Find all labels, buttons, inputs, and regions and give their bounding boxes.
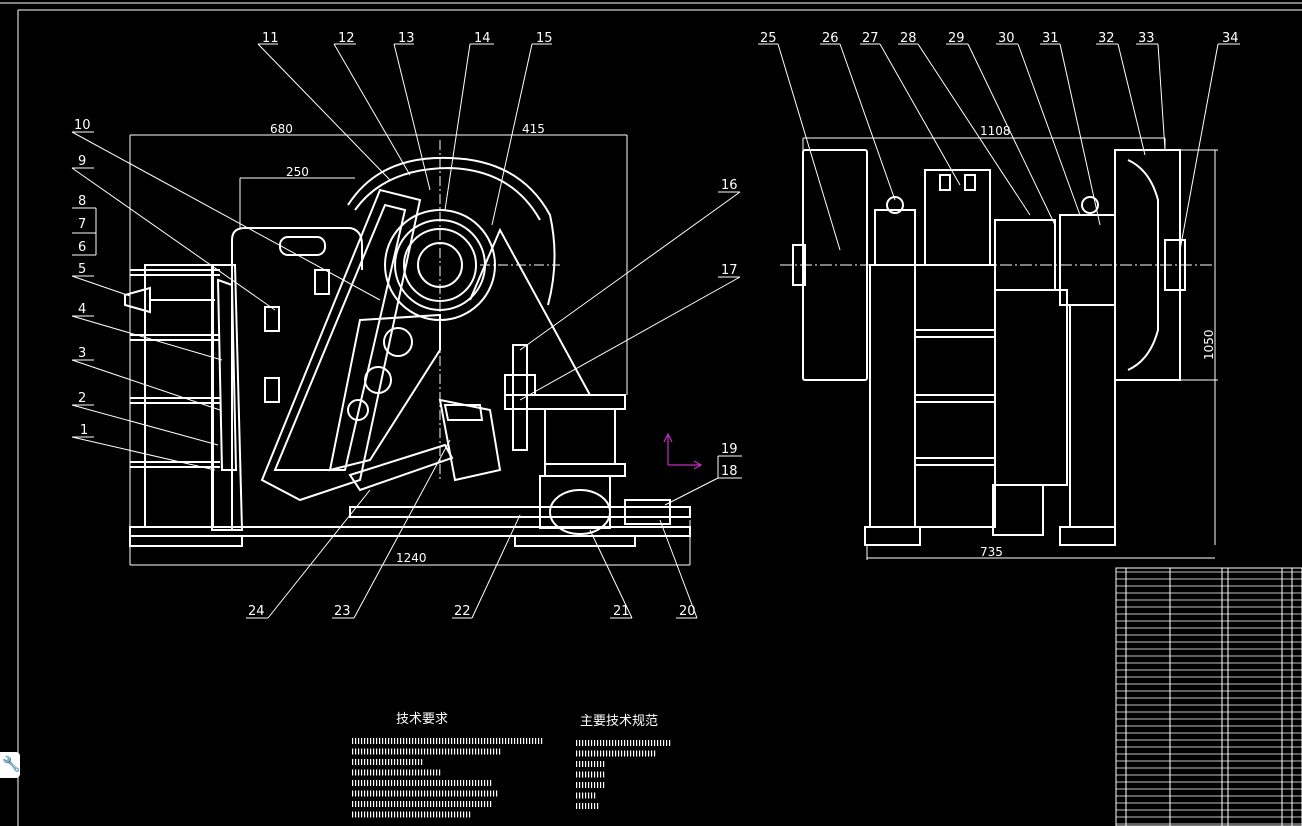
svg-text:7: 7 [78, 217, 86, 232]
svg-text:25: 25 [760, 31, 777, 46]
svg-text:34: 34 [1222, 31, 1239, 46]
svg-text:3: 3 [78, 346, 86, 361]
svg-text:28: 28 [900, 31, 917, 46]
dim-250: 250 [286, 165, 309, 179]
svg-text:15: 15 [536, 31, 553, 46]
side-view [124, 156, 691, 547]
svg-text:22: 22 [454, 604, 471, 619]
dim-1050: 1050 [1202, 329, 1216, 360]
svg-text:32: 32 [1098, 31, 1115, 46]
svg-text:16: 16 [721, 178, 738, 193]
svg-text:30: 30 [998, 31, 1015, 46]
front-view-dimensions [802, 137, 1218, 560]
front-view-leaders [758, 43, 1240, 251]
dim-1240: 1240 [396, 551, 427, 565]
side-view-dimensions [129, 134, 691, 566]
svg-text:13: 13 [398, 31, 415, 46]
svg-text:5: 5 [78, 262, 86, 277]
svg-text:10: 10 [74, 118, 91, 133]
svg-text:11: 11 [262, 31, 279, 46]
svg-text:31: 31 [1042, 31, 1059, 46]
svg-text:33: 33 [1138, 31, 1155, 46]
svg-text:9: 9 [78, 154, 86, 169]
svg-text:19: 19 [721, 442, 738, 457]
parts-list-rows [1116, 571, 1302, 825]
dim-680: 680 [270, 122, 293, 136]
wrench-icon[interactable]: 🔧 [0, 752, 21, 778]
svg-text:2: 2 [78, 391, 86, 406]
svg-text:26: 26 [822, 31, 839, 46]
dim-1108: 1108 [980, 124, 1011, 138]
svg-text:29: 29 [948, 31, 965, 46]
svg-text:27: 27 [862, 31, 879, 46]
tech-requirements-title: 技术要求 [396, 712, 449, 727]
svg-text:4: 4 [78, 302, 86, 317]
parts-list-table [1115, 567, 1302, 826]
front-view [780, 149, 1215, 546]
svg-text:14: 14 [474, 31, 491, 46]
dim-415: 415 [522, 122, 545, 136]
svg-text:21: 21 [613, 604, 630, 619]
svg-text:6: 6 [78, 240, 86, 255]
svg-text:12: 12 [338, 31, 355, 46]
notes-illegible-text [352, 738, 671, 818]
svg-text:18: 18 [721, 464, 738, 479]
svg-text:1: 1 [80, 423, 88, 438]
svg-text:24: 24 [248, 604, 265, 619]
svg-text:20: 20 [679, 604, 696, 619]
wrench-glyph: 🔧 [2, 755, 21, 773]
ucs-icon [663, 432, 703, 470]
main-spec-title: 主要技术规范 [580, 714, 659, 729]
svg-text:8: 8 [78, 194, 86, 209]
svg-text:23: 23 [334, 604, 351, 619]
svg-text:17: 17 [721, 263, 738, 278]
side-view-balloons: 11 12 13 14 15 10 9 8 7 6 5 4 3 2 1 16 1… [74, 31, 738, 619]
side-view-leaders [71, 43, 742, 619]
dim-735: 735 [980, 545, 1003, 559]
front-view-balloons: 25 26 27 28 29 30 31 32 33 34 [760, 31, 1239, 46]
